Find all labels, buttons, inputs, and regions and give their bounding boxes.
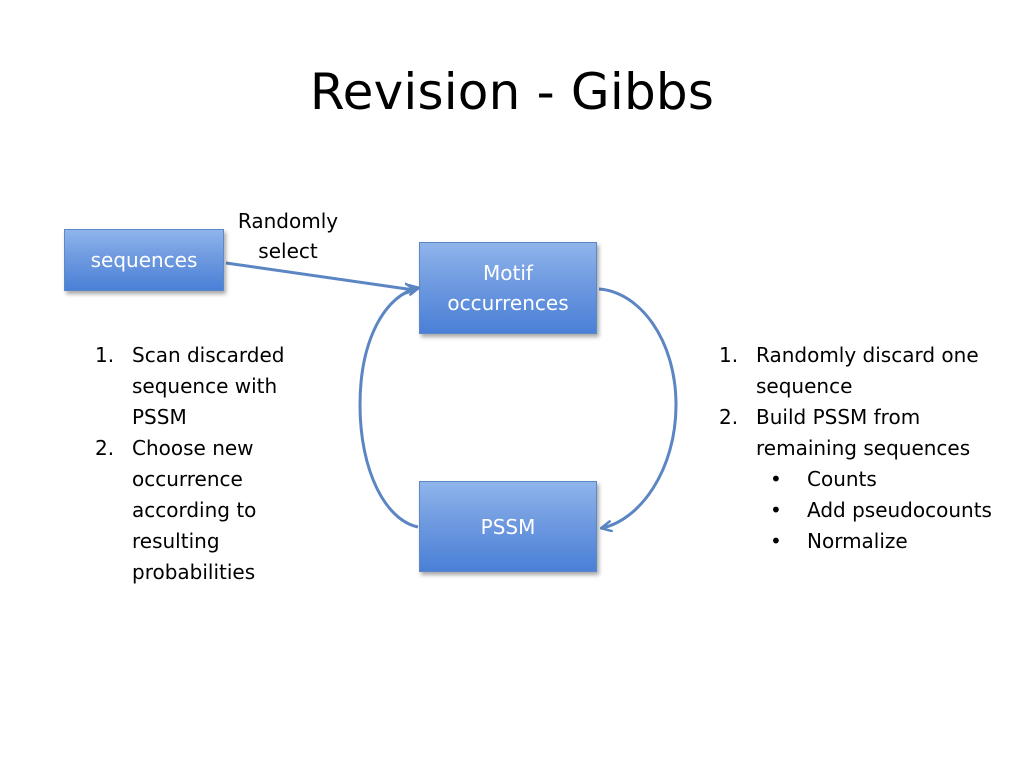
step-number: 2. xyxy=(719,405,739,429)
substep-text: Normalize xyxy=(807,529,908,553)
step-text: Choose new occurrence according to resul… xyxy=(132,436,257,584)
list-item: 2. Build PSSM from remaining sequences •… xyxy=(719,402,1016,557)
list-item: 1. Randomly discard one sequence xyxy=(719,340,1016,402)
substep-text: Counts xyxy=(807,467,877,491)
list-item: 2. Choose new occurrence according to re… xyxy=(95,433,332,588)
pssm-substeps-list: • Counts • Add pseudocounts • Normalize xyxy=(756,464,1016,557)
scan-choose-arc xyxy=(358,288,418,529)
bullet-icon: • xyxy=(770,467,782,491)
step-number: 1. xyxy=(95,343,115,367)
right-steps-list: 1. Randomly discard one sequence 2. Buil… xyxy=(719,340,1016,557)
list-item: • Counts xyxy=(756,464,1016,495)
substep-text: Add pseudocounts xyxy=(807,498,992,522)
motif-occurrences-box: Motif occurrences xyxy=(419,242,597,334)
pssm-box: PSSM xyxy=(419,481,597,572)
list-item: • Add pseudocounts xyxy=(756,495,1016,526)
step-number: 2. xyxy=(95,436,115,460)
step-number: 1. xyxy=(719,343,739,367)
list-item: 1. Scan discarded sequence with PSSM xyxy=(95,340,332,433)
bullet-icon: • xyxy=(770,498,782,522)
sequences-box-label: sequences xyxy=(90,248,198,272)
motif-occurrences-box-label: Motif occurrences xyxy=(447,261,569,315)
bullet-icon: • xyxy=(770,529,782,553)
sequences-box: sequences xyxy=(64,229,224,291)
randomly-select-arrow xyxy=(225,261,414,290)
discard-build-arc xyxy=(598,287,678,528)
left-steps-list: 1. Scan discarded sequence with PSSM 2. … xyxy=(95,340,332,588)
randomly-select-label: Randomly select xyxy=(237,209,339,263)
step-text: Scan discarded sequence with PSSM xyxy=(132,343,285,429)
step-text: Randomly discard one sequence xyxy=(756,343,979,398)
step-text: Build PSSM from remaining sequences xyxy=(756,405,971,460)
pssm-box-label: PSSM xyxy=(480,514,536,539)
slide-title: Revision - Gibbs xyxy=(309,63,715,121)
list-item: • Normalize xyxy=(756,526,1016,557)
